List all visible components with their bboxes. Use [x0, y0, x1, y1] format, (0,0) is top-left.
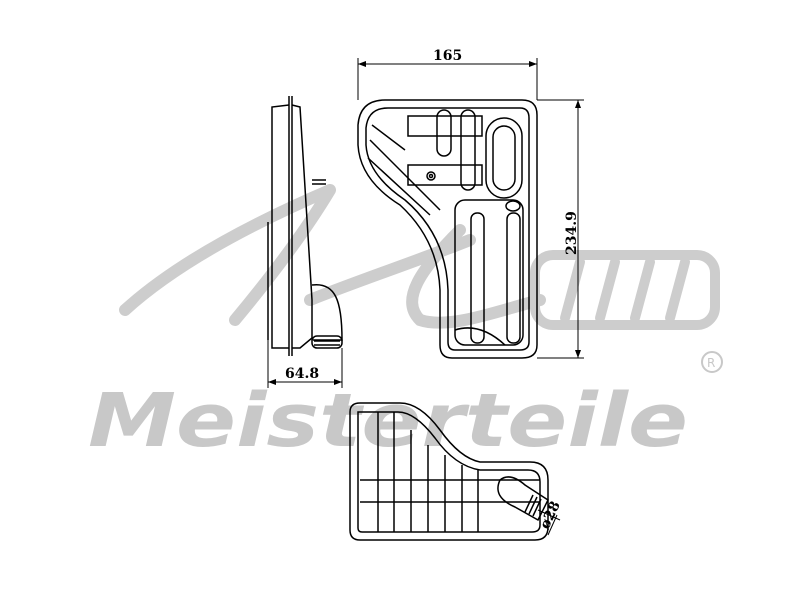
watermark-monogram-z [304, 224, 546, 329]
dimension-width-label: 165 [433, 48, 462, 64]
dimension-lines [267, 58, 584, 536]
watermark-logo [119, 184, 720, 330]
bottom-view [349, 402, 549, 541]
dimension-depth-label: 64.8 [285, 366, 319, 382]
dimension-outlet-diameter-label: ø28 [537, 499, 564, 532]
watermark-registered-letter: R [707, 356, 715, 370]
watermark-monogram-a [119, 184, 336, 326]
side-outlet [311, 283, 343, 341]
side-view [267, 96, 343, 356]
watermark-registered-mark [701, 351, 723, 373]
dimension-arrows [268, 61, 581, 385]
front-view [357, 99, 538, 359]
bottom-outlet [497, 476, 549, 522]
watermark-stripes [530, 250, 720, 330]
watermark-brand: Meisterteile [88, 378, 688, 464]
dimension-height-label: 234.9 [564, 211, 580, 255]
